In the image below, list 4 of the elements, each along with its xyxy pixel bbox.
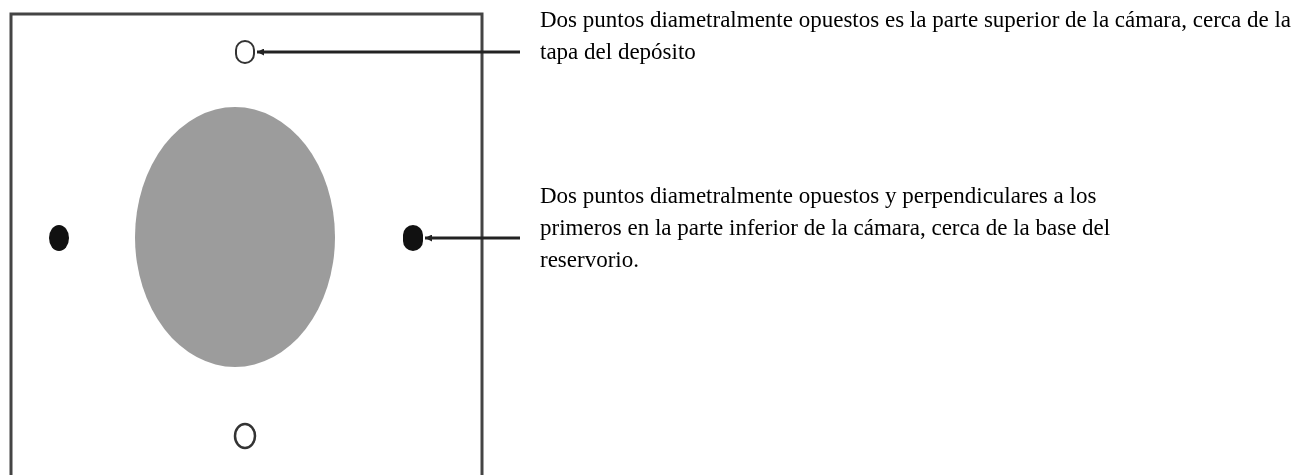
arrow (425, 234, 520, 242)
callout-text: Dos puntos diametralmente opuestos y perpendiculares a los primeros en la parte inferior de la cámara, cerca de la base del reservorio. (539, 182, 1112, 274)
arrow (257, 48, 520, 56)
callout-text: Dos puntos diametralmente opuestos es la parte superior de la cámara, cerca de la tapa del depósito (539, 6, 1293, 66)
